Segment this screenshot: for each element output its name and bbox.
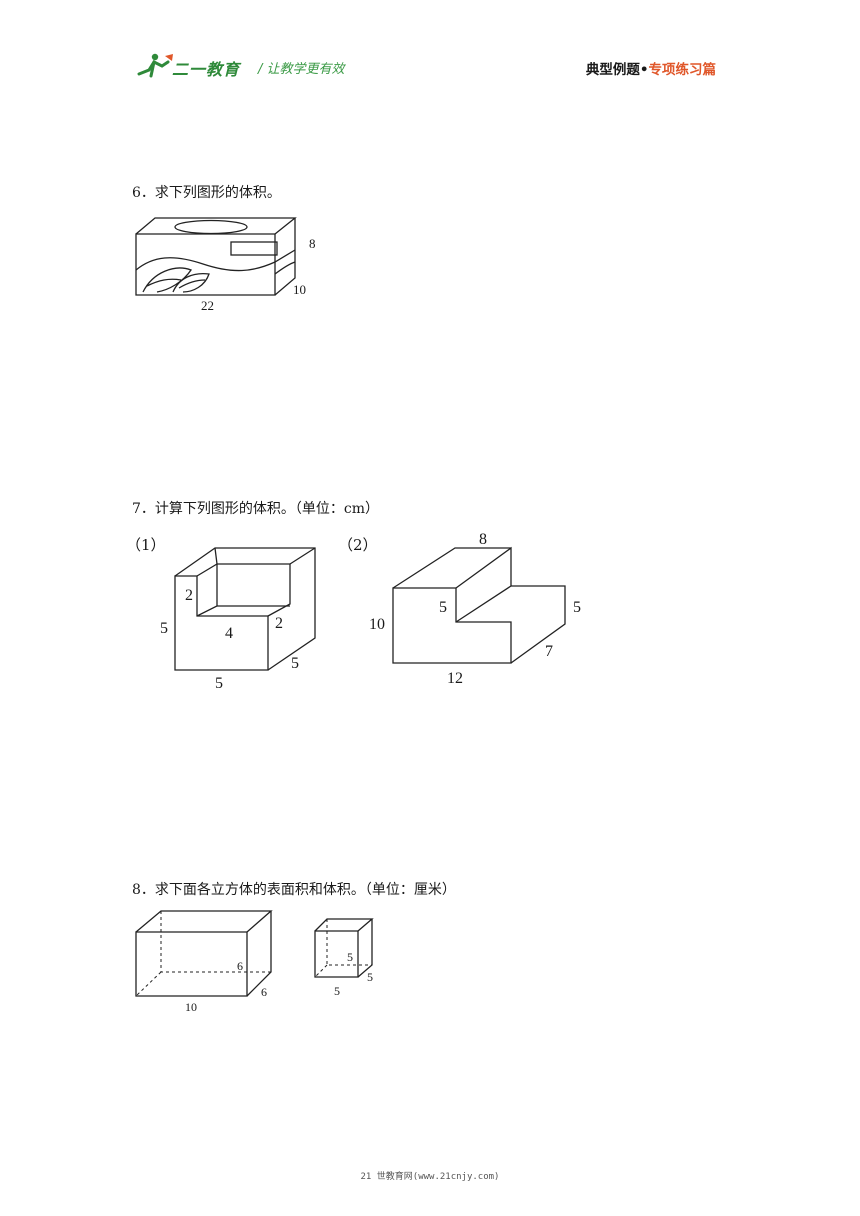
question-6-figure-tissue-box: 8 10 22	[135, 217, 316, 313]
question-7-figure-1-notched-block: 2 5 4 2 5 5	[160, 547, 316, 692]
question-8-figure-1-dim-height: 6	[237, 959, 243, 973]
question-7-figure-2-dim-6: 12	[447, 670, 463, 687]
question-6-depth-label: 10	[293, 282, 306, 297]
section-title-sub: 专项练习篇	[648, 62, 717, 78]
question-7-figure-1-dim-5: 5	[291, 655, 299, 672]
question-7-figure-2-dim-1: 8	[479, 531, 487, 548]
question-7-figure-1-dim-2: 5	[160, 620, 168, 637]
question-7-figure-2-label: （2）	[338, 536, 378, 554]
question-8-figure-2-dim-depth: 5	[367, 970, 373, 984]
question-8-figure-2-dim-length: 5	[334, 984, 340, 998]
question-7-figure-2-dim-5: 7	[545, 643, 553, 660]
question-8-figure-2-dim-height: 5	[347, 950, 353, 964]
question-8-text: 8．求下面各立方体的表面积和体积。（单位：厘米）	[132, 882, 456, 898]
brand-name: 二一教育	[172, 60, 241, 79]
question-7-figure-2-step-block: 8 5 5 10 7 12	[369, 531, 581, 687]
question-7-figure-1-label: （1）	[126, 536, 166, 554]
question-7-figure-1-dim-4: 2	[275, 615, 283, 632]
question-6-text: 6．求下列图形的体积。	[132, 185, 281, 201]
question-8-figure-1-cuboid: 6 6 10	[135, 910, 273, 1014]
question-6-length-label: 22	[201, 298, 214, 313]
section-title-main: 典型例题•	[585, 62, 649, 78]
question-6-height-label: 8	[309, 236, 316, 251]
page-header: 二一教育 / 让教学更有效 典型例题•专项练习篇	[0, 0, 860, 90]
question-7-figure-1-dim-3: 4	[225, 625, 233, 642]
question-7-figure-2-dim-4: 10	[369, 616, 385, 633]
question-7-figure-2-dim-3: 5	[573, 599, 581, 616]
question-7-text: 7．计算下列图形的体积。（单位：cm）	[132, 501, 380, 517]
question-7-figure-2-dim-2: 5	[439, 599, 447, 616]
question-8-figure-2-cube: 5 5 5	[314, 918, 374, 998]
brand-slogan: / 让教学更有效	[258, 62, 345, 77]
runner-logo-icon	[137, 53, 173, 78]
page-footer: 21 世教育网(www.21cnjy.com)	[360, 1172, 500, 1182]
question-7-figure-1-dim-6: 5	[215, 675, 223, 692]
question-8-figure-1-dim-length: 10	[185, 1000, 197, 1014]
question-7-figure-1-dim-1: 2	[185, 587, 193, 604]
section-title: 典型例题•专项练习篇	[586, 58, 716, 78]
question-8-figure-1-dim-depth: 6	[261, 985, 267, 999]
